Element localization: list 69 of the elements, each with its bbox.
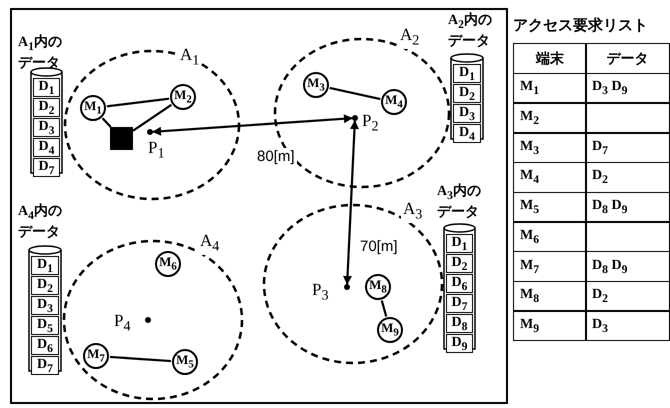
table-cell: M$_{8}$	[513, 280, 586, 312]
connector-line	[110, 356, 172, 362]
table-cell: M$_{5}$	[513, 192, 586, 223]
data-segment: D$_{2}$	[446, 254, 473, 273]
data-segment: D$_{1}$	[446, 234, 473, 253]
data-segment: D$_{1}$	[453, 64, 481, 83]
data-segment: D$_{9}$	[446, 334, 473, 353]
terminal-circle: M$_{4}$	[381, 89, 407, 115]
data-segment: D$_{7}$	[31, 356, 59, 375]
table-cell: D$_{2}$	[585, 162, 670, 193]
table-cell: D$_{2}$	[585, 280, 670, 312]
terminal-circle: M$_{5}$	[172, 349, 198, 375]
terminal-circle: M$_{9}$	[377, 317, 403, 343]
cylinder-heading: A$_{3}$内のデータ	[437, 183, 482, 221]
table-cell: D$_{8}$ D$_{9}$	[585, 250, 670, 282]
terminal-circle: M$_{8}$	[365, 274, 391, 300]
distance-arrow	[343, 120, 359, 285]
distance-arrow	[152, 114, 353, 136]
terminal-circle: M$_{6}$	[155, 251, 181, 277]
connector-line	[132, 104, 172, 132]
data-segment: D$_{6}$	[31, 336, 59, 355]
table-cell: M$_{9}$	[513, 310, 586, 342]
data-segment: D$_{3}$	[453, 104, 481, 123]
connector-line	[106, 98, 170, 108]
table-cell: D$_{3}$ D$_{9}$	[585, 72, 670, 104]
data-segment: D$_{4}$	[453, 124, 481, 143]
data-segment: D$_{4}$	[33, 138, 60, 157]
connector-line	[380, 300, 388, 317]
terminal-circle: M$_{7}$	[83, 343, 109, 369]
data-segment: D$_{2}$	[33, 98, 60, 117]
data-segment: D$_{8}$	[446, 314, 473, 333]
point-label: P$_{1}$	[148, 138, 165, 164]
area-label: A$_{4}$	[198, 232, 222, 256]
point-label: P$_{4}$	[114, 311, 131, 336]
data-segment: D$_{1}$	[31, 256, 59, 275]
data-segment: D$_{2}$	[31, 276, 59, 295]
connector-line	[102, 117, 112, 128]
data-segment: D$_{1}$	[33, 78, 60, 97]
data-segment: D$_{3}$	[31, 296, 59, 315]
data-segment: D$_{6}$	[446, 274, 473, 293]
area-label: A$_{2}$	[398, 26, 422, 50]
table-cell: D$_{3}$	[585, 310, 670, 342]
table-cell: D$_{7}$	[585, 132, 670, 164]
terminal-circle: M$_{1}$	[80, 95, 106, 121]
cylinder-heading: A$_{4}$内のデータ	[18, 203, 63, 241]
cylinder-heading: A$_{2}$内のデータ	[448, 12, 493, 50]
table-cell: D$_{8}$ D$_{9}$	[585, 192, 670, 223]
table-cell: M$_{4}$	[513, 162, 586, 193]
data-segment: D$_{7}$	[446, 294, 473, 313]
table-cell: M$_{2}$	[513, 102, 586, 134]
connector-line	[329, 86, 381, 100]
data-segment: D$_{3}$	[33, 118, 60, 137]
header-cell: データ	[585, 43, 670, 74]
point-label: P$_{2}$	[362, 111, 379, 136]
table-cell: M$_{1}$	[513, 72, 586, 104]
table-cell: M$_{3}$	[513, 132, 586, 164]
data-segment: D$_{2}$	[453, 84, 481, 103]
table-cell: M$_{6}$	[513, 221, 586, 252]
header-cell: 端末	[513, 43, 586, 74]
filled-square	[110, 127, 133, 150]
point-label: P$_{3}$	[312, 280, 329, 306]
terminal-circle: M$_{2}$	[170, 84, 196, 110]
data-segment: D$_{5}$	[31, 316, 59, 335]
area-label: A$_{3}$	[401, 200, 424, 224]
table-title: アクセス要求リスト	[513, 16, 648, 35]
edge-label: 80[m]	[255, 148, 297, 165]
terminal-circle: M$_{3}$	[303, 72, 329, 98]
table-cell: M$_{7}$	[513, 250, 586, 282]
data-segment: D$_{7}$	[33, 158, 60, 177]
